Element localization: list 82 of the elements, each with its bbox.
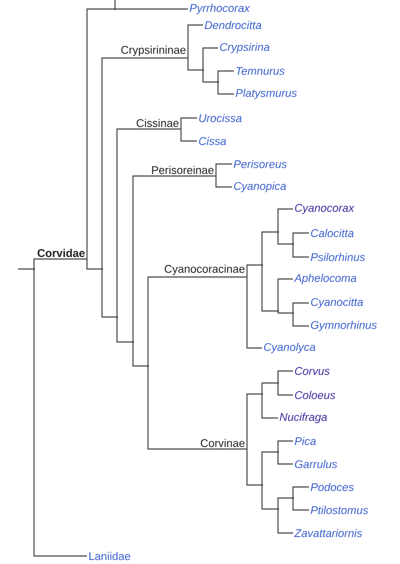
- taxon-label: Platysmurus: [236, 88, 297, 100]
- branch-line: [292, 313, 309, 327]
- branch-line: [292, 498, 309, 511]
- branch-line: [18, 268, 34, 270]
- branch-line: [261, 382, 278, 394]
- branch-line: [277, 311, 293, 314]
- taxon-label: Laniidae: [89, 552, 130, 560]
- taxon-label: Psilorhinus: [310, 252, 365, 262]
- taxon-label: Calocitta: [311, 228, 354, 238]
- taxon-label: Podoces: [310, 482, 354, 492]
- taxon-label: Perisoreus: [234, 160, 287, 168]
- branch-line: [217, 70, 234, 82]
- taxon-label: Temnurus: [236, 67, 285, 75]
- branch-line: [187, 24, 203, 58]
- branch-line: [277, 278, 293, 311]
- branch-line: [147, 276, 247, 366]
- taxon-label: Aphelocoma: [294, 274, 356, 284]
- clade-label: Corvidae: [38, 248, 85, 258]
- taxon-label: Dendrocitta: [204, 20, 262, 30]
- branch-line: [246, 264, 262, 277]
- branch-line: [292, 302, 309, 313]
- taxon-label: Ptilostomus: [310, 506, 368, 514]
- branch-line: [246, 449, 262, 486]
- branch-line: [277, 509, 293, 534]
- branch-line: [246, 393, 262, 449]
- taxon-label: Gymnorhinus: [310, 320, 377, 332]
- branch-line: [202, 70, 218, 83]
- clade-label: Crypsirininae: [121, 46, 186, 56]
- branch-line: [33, 269, 87, 557]
- taxon-label: Cyanocorax: [295, 204, 354, 214]
- branch-line: [261, 231, 278, 265]
- taxon-label: Cyanocitta: [311, 298, 363, 308]
- branch-line: [180, 117, 197, 129]
- branch-line: [277, 370, 293, 383]
- clade-label: Perisoreinae: [152, 166, 214, 174]
- branch-line: [101, 269, 117, 318]
- clade-label: Cissinae: [136, 118, 179, 128]
- taxon-label: Cyanopica: [234, 182, 286, 192]
- branch-line: [115, 8, 188, 10]
- taxon-label: Cissa: [199, 136, 226, 146]
- branch-line: [246, 277, 262, 349]
- branch-line: [116, 128, 181, 317]
- branch-line: [292, 486, 309, 498]
- branch-line: [101, 57, 188, 269]
- branch-line: [215, 176, 232, 188]
- branch-line: [187, 58, 203, 71]
- taxon-label: Pyrrhocorax: [190, 4, 250, 14]
- branch-line: [33, 258, 87, 269]
- branch-line: [292, 232, 309, 244]
- clade-label: Cyanocoracinae: [164, 264, 245, 276]
- branch-line: [202, 47, 218, 70]
- branch-line: [116, 317, 133, 343]
- branch-line: [132, 342, 148, 367]
- branch-line: [147, 366, 247, 450]
- branch-line: [86, 259, 102, 270]
- taxon-label: Crypsirina: [220, 42, 270, 54]
- branch-line: [180, 129, 197, 142]
- branch-line: [277, 383, 293, 396]
- taxon-label: Urocissa: [199, 114, 242, 122]
- branch-line: [277, 440, 293, 452]
- taxon-label: Nucifraga: [280, 412, 327, 424]
- branch-line: [86, 8, 115, 259]
- branch-line: [261, 265, 278, 312]
- branch-line: [277, 208, 293, 232]
- branch-line: [261, 451, 278, 485]
- branch-line: [261, 394, 278, 419]
- branch-line: [132, 175, 216, 342]
- taxon-label: Corvus: [295, 367, 330, 375]
- branch-line: [277, 497, 293, 509]
- branch-line: [261, 485, 278, 510]
- taxon-label: Coloeus: [295, 390, 336, 400]
- branch-line: [217, 82, 234, 95]
- branch-line: [277, 232, 293, 245]
- branch-line: [292, 244, 309, 258]
- taxon-label: Zavattariornis: [294, 528, 362, 538]
- taxon-label: Cyanolyca: [264, 342, 316, 354]
- taxon-label: Garrulus: [294, 460, 338, 468]
- branch-line: [114, 0, 116, 9]
- branch-line: [215, 163, 232, 176]
- taxon-label: Pica: [294, 436, 316, 446]
- branch-line: [277, 452, 293, 465]
- clade-label: Corvinae: [200, 438, 245, 448]
